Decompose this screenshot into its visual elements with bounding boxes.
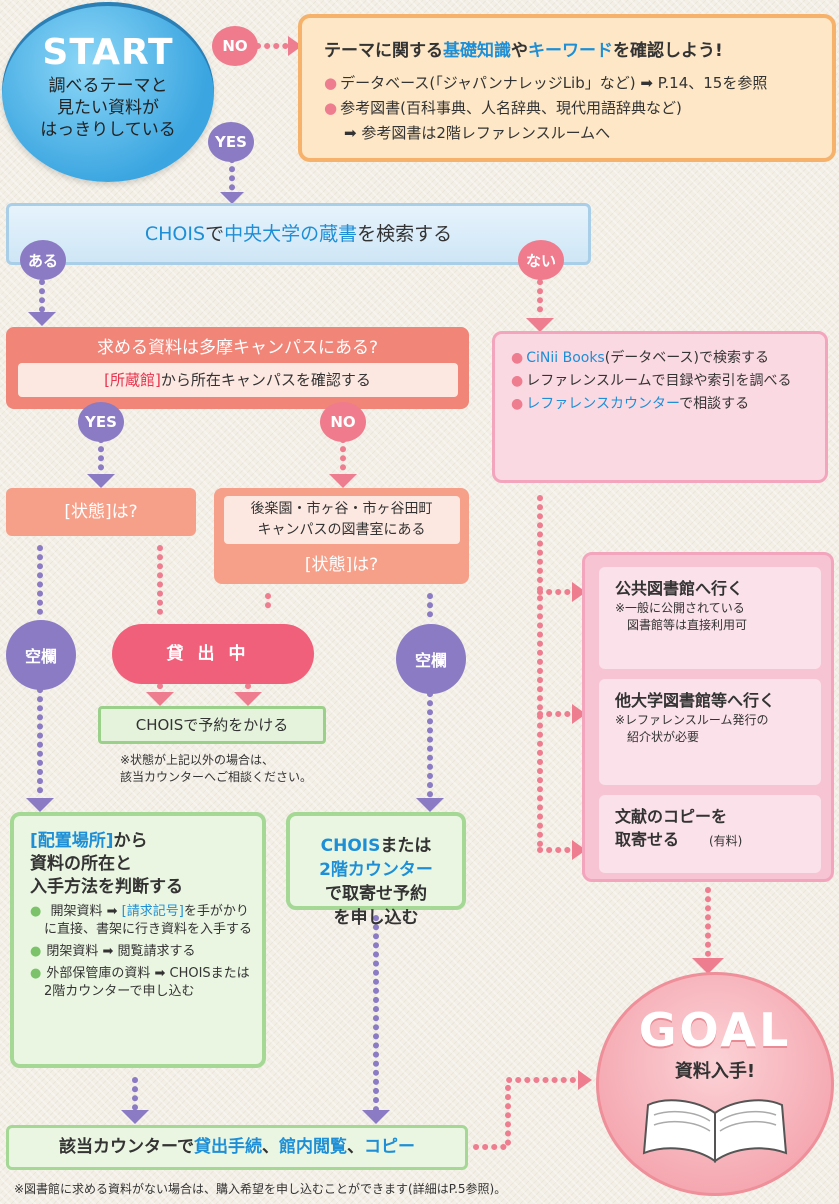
goal-text: 資料入手! <box>674 1061 756 1082</box>
cinii-item-reference: レファレンスカウンターで相談する <box>511 394 809 415</box>
arrow-down-icon <box>121 1110 149 1124</box>
goal-node: GOAL 資料入手! <box>596 972 834 1196</box>
theme-line-reference: 参考図書(百科事典、人名辞典、現代用語辞典など) <box>324 96 810 121</box>
cinii-box: CiNii Books(データベース)で検索する レファレンスルームで目録や索引… <box>492 331 828 483</box>
tama-subtext: [所蔵館]から所在キャンパスを確認する <box>17 363 458 397</box>
arrow-right-icon <box>288 36 302 56</box>
blank-status-left: 空欄 <box>6 620 76 690</box>
arrow-down-icon <box>146 692 174 706</box>
arrow-down-icon <box>329 474 357 488</box>
arrow-down-icon <box>220 192 244 204</box>
option-public-library: 公共図書館へ行く ※一般に公開されている 図書館等は直接利用可 <box>599 567 821 669</box>
arrow-right-icon <box>578 1070 592 1090</box>
status-question-tama: [状態]は? <box>6 488 196 536</box>
order-request-box: CHOISまたは 2階カウンター で取寄せ予約 を申し込む <box>286 812 466 928</box>
tama-no-badge: NO <box>320 402 366 442</box>
placement-box: [配置場所]から 資料の所在と 入手方法を判断する 開架資料 ➡ [請求記号]を… <box>10 812 266 1068</box>
arrow-down-icon <box>362 1110 390 1124</box>
counter-step: 該当カウンターで貸出手続、館内閲覧、コピー <box>6 1125 468 1170</box>
theme-line-reference-room: ➡ 参考図書は2階レファレンスルームへ <box>344 124 611 142</box>
arrow-right-icon <box>572 840 586 860</box>
tama-yes-badge: YES <box>78 402 124 442</box>
nai-badge: ない <box>518 240 564 280</box>
option-copy-request: 文献のコピーを 取寄せる (有料) <box>599 795 821 873</box>
cinii-item-catalog: レファレンスルームで目録や索引を調べる <box>511 371 809 392</box>
chois-search-step: CHOISで中央大学の蔵書を検索する <box>6 203 591 265</box>
theme-line-database: データベース(「ジャパンナレッジLib」など) ➡ P.14、15を参照 <box>324 71 810 96</box>
arrow-right-icon <box>572 704 586 724</box>
goal-title: GOAL <box>638 1003 792 1057</box>
start-text: 調べるテーマと 見たい資料が はっきりしている <box>40 76 176 140</box>
external-options-box: 公共図書館へ行く ※一般に公開されている 図書館等は直接利用可 他大学図書館等へ… <box>582 552 834 882</box>
status-question-other: [状態]は? <box>304 555 379 575</box>
chois-reserve-step: CHOISで予約をかける <box>98 706 326 744</box>
footnote: ※図書館に求める資料がない場合は、購入希望を申し込むことができます(詳細はP.5… <box>14 1182 507 1196</box>
other-campus-box: 後楽園・市ヶ谷・市ヶ谷田町 キャンパスの図書室にある [状態]は? <box>214 488 469 584</box>
arrow-down-icon <box>87 474 115 488</box>
order-text: CHOISまたは 2階カウンター で取寄せ予約 を申し込む <box>319 836 433 928</box>
other-campus-text: 後楽園・市ヶ谷・市ヶ谷田町 キャンパスの図書室にある <box>223 496 460 544</box>
start-node: START 調べるテーマと 見たい資料が はっきりしている <box>2 2 214 182</box>
tama-campus-question: 求める資料は多摩キャンパスにある? [所蔵館]から所在キャンパスを確認する <box>6 327 469 409</box>
start-title: START <box>42 32 174 73</box>
on-loan-status: 貸出中 <box>112 624 314 684</box>
option-other-university: 他大学図書館等へ行く ※レファレンスルーム発行の 紹介状が必要 <box>599 679 821 785</box>
theme-check-box: テーマに関する基礎知識やキーワードを確認しよう! データベース(「ジャパンナレッ… <box>298 14 836 162</box>
status-note: ※状態が上記以外の場合は、 該当カウンターへご相談ください。 <box>120 753 313 784</box>
open-book-icon <box>642 1099 788 1163</box>
placement-title: [配置場所]から 資料の所在と 入手方法を判断する <box>30 831 183 897</box>
no-badge: NO <box>212 26 258 66</box>
arrow-down-icon <box>526 318 554 332</box>
arrow-down-icon <box>26 798 54 812</box>
arrow-down-icon <box>416 798 444 812</box>
cinii-item-search: CiNii Books(データベース)で検索する <box>511 348 809 369</box>
placement-item-open-stack: 開架資料 ➡ [請求記号]を手がかりに直接、書架に行き資料を入手する <box>30 903 252 939</box>
arrow-down-icon <box>234 692 262 706</box>
arrow-down-icon <box>28 312 56 326</box>
aru-badge: ある <box>20 240 66 280</box>
blank-status-right: 空欄 <box>396 624 466 694</box>
placement-item-external-storage: 外部保管庫の資料 ➡ CHOISまたは2階カウンターで申し込む <box>30 965 252 1001</box>
placement-item-closed-stack: 閉架資料 ➡ 閲覧請求する <box>30 943 252 961</box>
theme-title: テーマに関する基礎知識やキーワードを確認しよう! <box>324 41 723 61</box>
arrow-right-icon <box>572 582 586 602</box>
arrow-down-icon <box>692 958 724 974</box>
yes-badge: YES <box>208 122 254 162</box>
tama-title: 求める資料は多摩キャンパスにある? <box>96 338 379 358</box>
